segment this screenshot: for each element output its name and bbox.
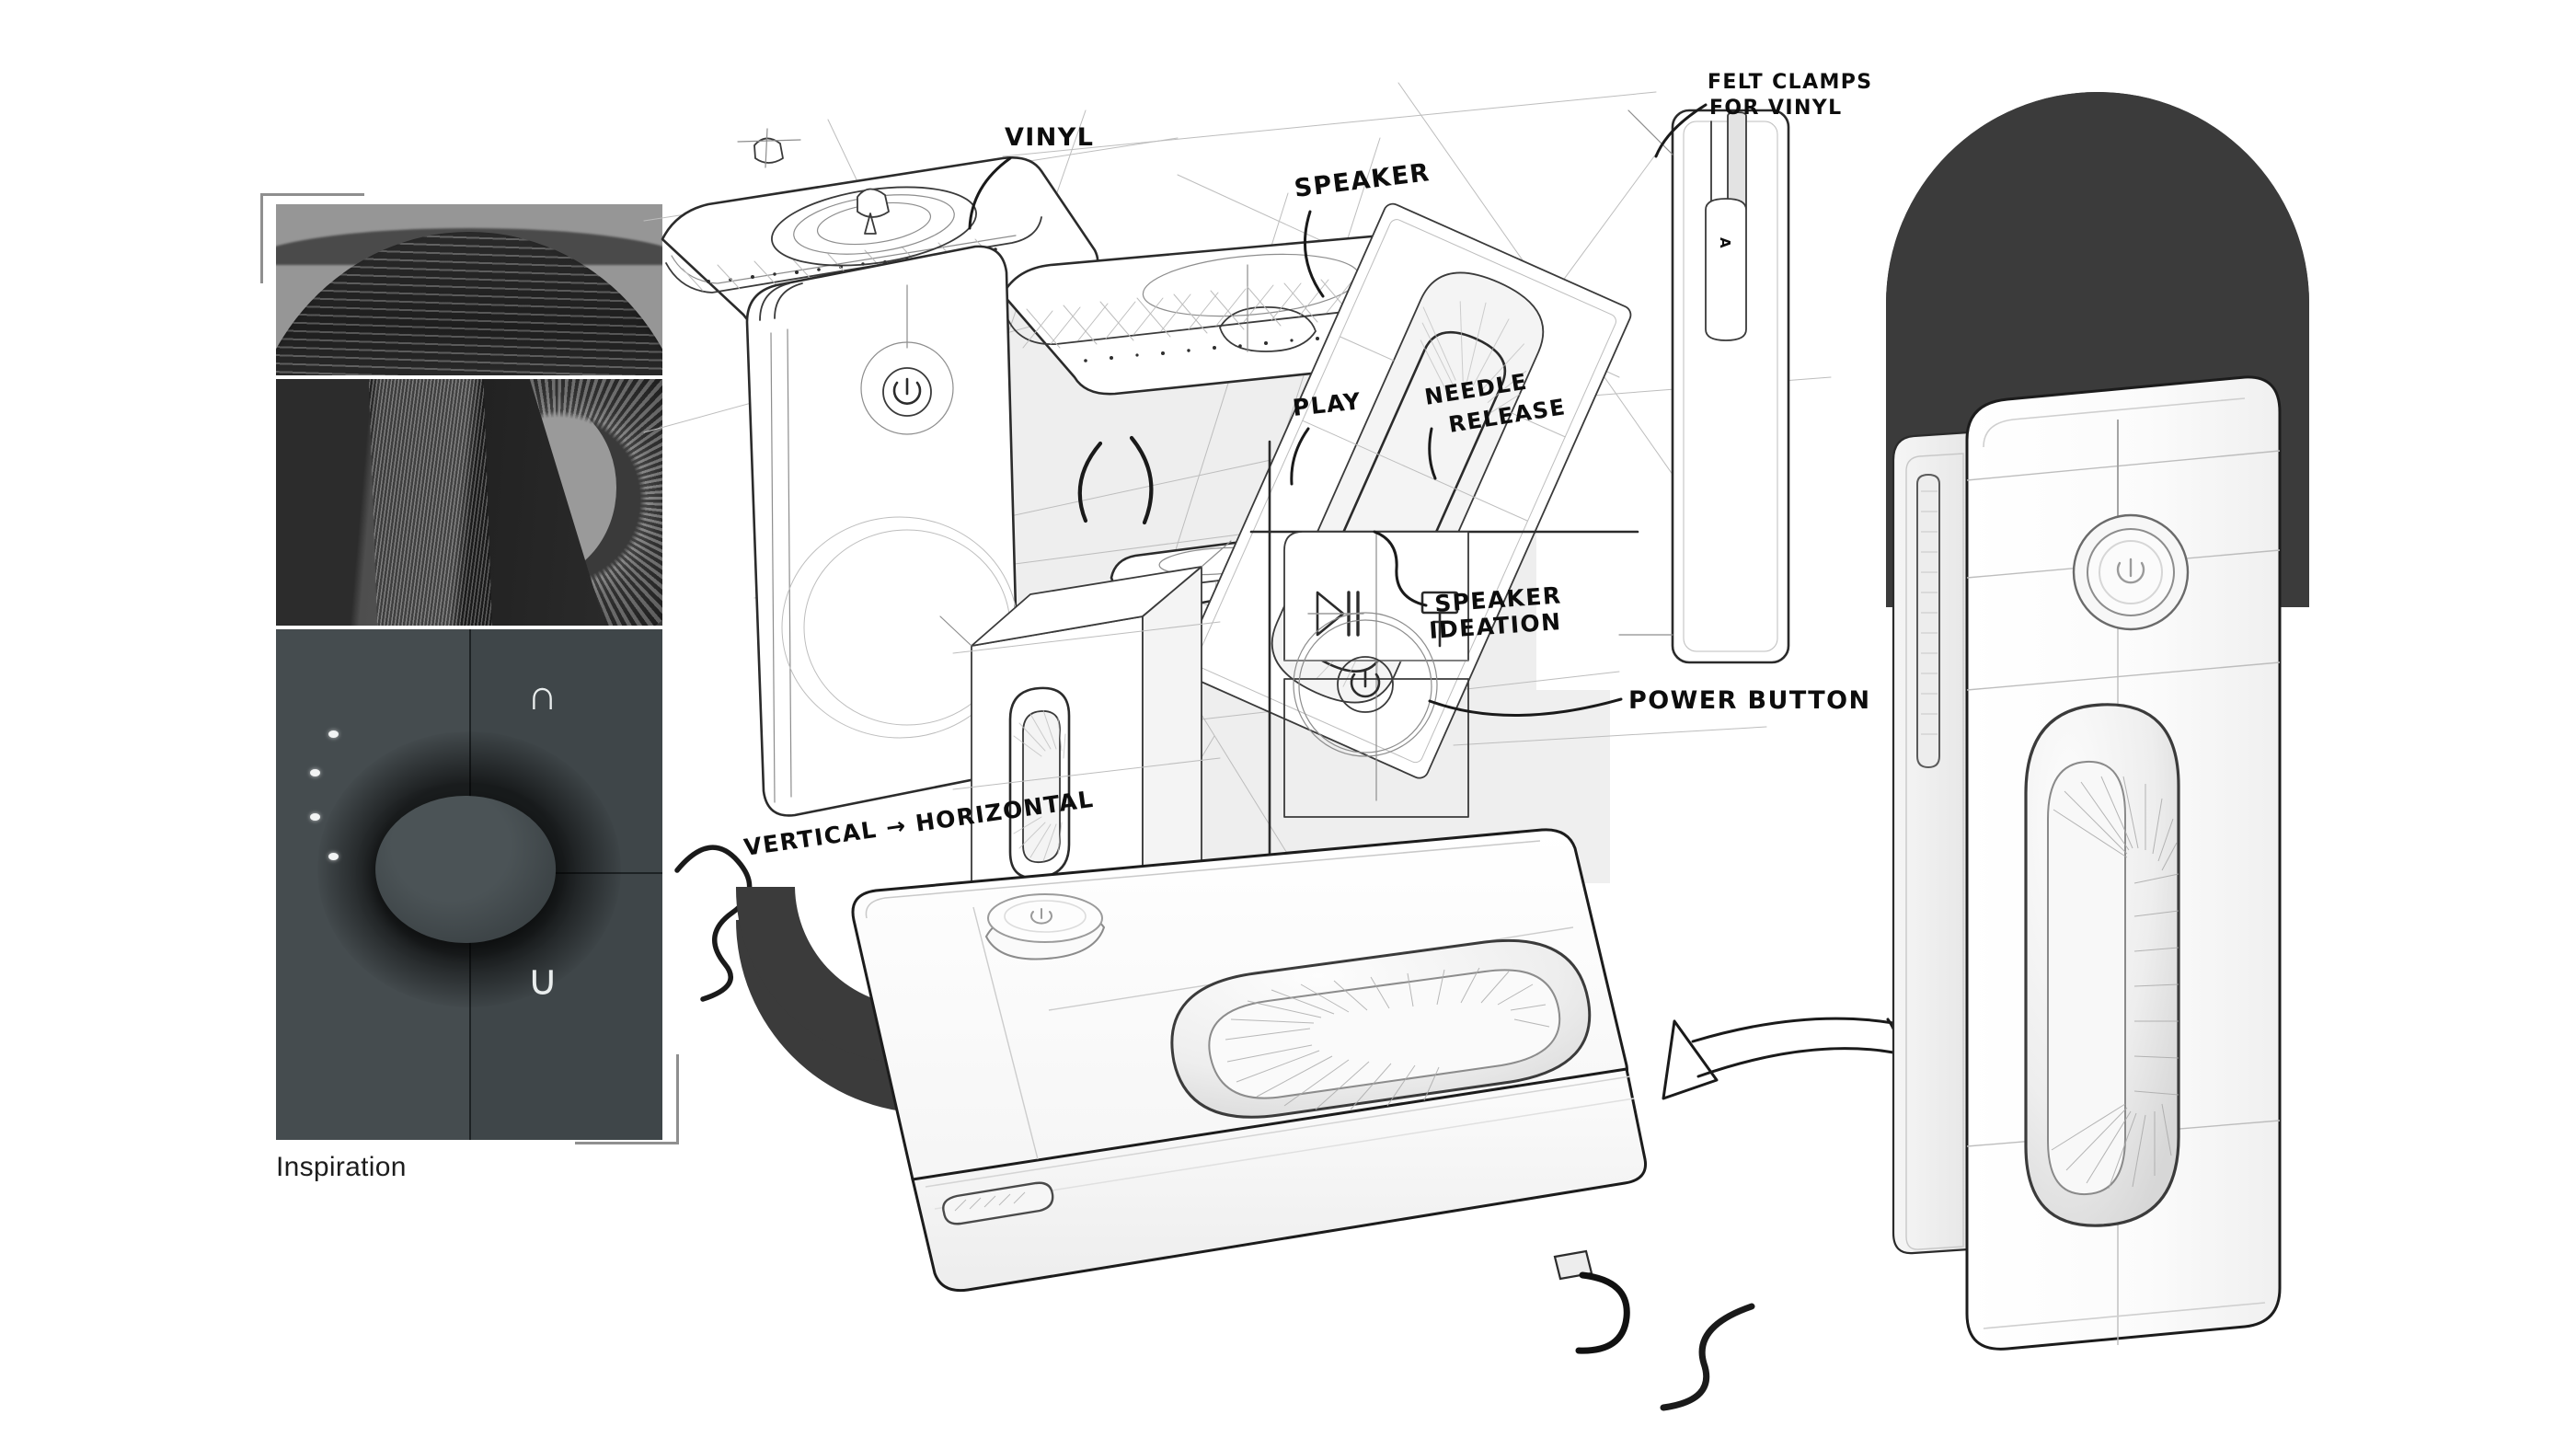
cap-symbol-union: ∪ [527,955,558,1005]
annotation-felt-clamps: FELT CLAMPS FOR VINYL [1654,71,1873,158]
sketch-linework: A VINYL SPEAKER [643,71,1900,1411]
sketch-vertical-dock [674,245,1021,1002]
inspiration-image-3: ∩ ∪ [276,629,662,1140]
power-button-icon [1293,612,1438,757]
render-oval-grille [2024,703,2180,1227]
inspiration-caption: Inspiration [276,1152,407,1182]
render-power-dial [2072,513,2190,631]
svg-text:FOR VINYL: FOR VINYL [1709,97,1843,120]
annotation-vinyl: VINYL [968,123,1094,230]
inspiration-image-1 [276,204,662,375]
render-rotary-knob [984,893,1106,960]
svg-text:VINYL: VINYL [1005,123,1094,152]
needle-release-icon [1420,591,1459,648]
inspiration-dial [375,795,557,943]
sketch-area: A VINYL SPEAKER [643,71,1987,1411]
cap-symbol-intersection: ∩ [527,670,558,719]
svg-text:POWER BUTTON: POWER BUTTON [1628,686,1870,715]
sketch-iso-block [939,540,1234,960]
inspiration-image-2 [276,379,662,626]
sketch-control-face [1249,440,1639,1005]
svg-text:A: A [1717,237,1733,249]
svg-text:FELT CLAMPS: FELT CLAMPS [1708,71,1873,94]
sketch-tower-elevation: A [1618,109,1790,664]
horizontal-dock-render [735,828,1757,1371]
inspiration-block: ∩ ∪ Inspiration [260,193,679,1239]
cable-horizontal [1660,1303,1755,1411]
annotation-power-button: POWER BUTTON [1428,686,1870,717]
render-horizontal-grille [1170,938,1592,1119]
svg-text:SPEAKER: SPEAKER [1293,158,1432,203]
vertical-tower-render [1858,92,2337,1351]
